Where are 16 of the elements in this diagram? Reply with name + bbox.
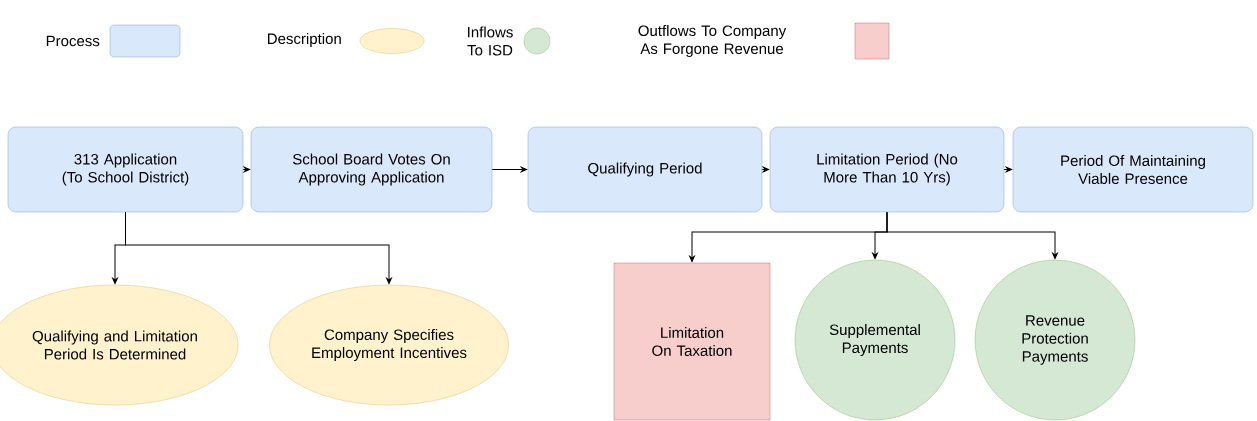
- process-box: Qualifying Period: [527, 126, 763, 213]
- arrow: [125, 211, 392, 285]
- legend-label: Outflows To Company As Forgone Revenue: [638, 25, 787, 57]
- arrow: [886, 211, 1058, 260]
- arrow: [491, 166, 528, 173]
- arrow: [242, 166, 251, 173]
- process-box: School Board Votes On Approving Application: [250, 126, 493, 213]
- outflow-box: Limitation On Taxation: [613, 262, 771, 421]
- process-box: 313 Application (To School District): [7, 126, 244, 213]
- process-box: Period Of Maintaining Viable Presence: [1012, 126, 1254, 213]
- arrow: [761, 166, 770, 173]
- legend-label: Process: [46, 35, 100, 47]
- arrow: [1003, 166, 1013, 173]
- legend-label: Description: [268, 33, 341, 47]
- process-box: Limitation Period (No More Than 10 Yrs): [769, 126, 1005, 213]
- legend-label: Inflows To ISD: [467, 26, 513, 56]
